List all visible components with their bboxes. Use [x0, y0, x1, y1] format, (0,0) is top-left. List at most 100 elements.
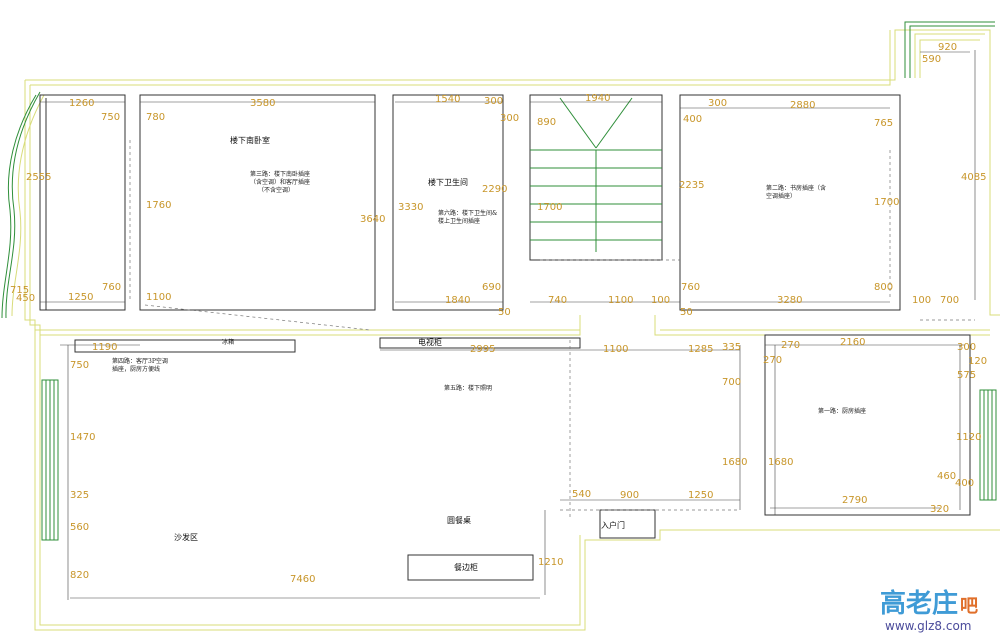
dim-3580: 3580 — [250, 98, 275, 109]
dim-1250: 1250 — [688, 490, 713, 501]
circuit-3-note: （含空调）和客厅插座 — [250, 178, 310, 186]
dim-1680: 1680 — [768, 457, 793, 468]
dim-1940: 1940 — [585, 93, 610, 104]
dim-100: 100 — [912, 295, 931, 306]
circuit-5-note: 第五路：楼下照明 — [444, 384, 492, 392]
balcony-left — [1, 91, 47, 319]
dining-table-label: 圆餐桌 — [447, 515, 471, 525]
watermark-url: www.glz8.com — [885, 619, 971, 633]
dim-1260: 1260 — [69, 98, 94, 109]
dim-2880: 2880 — [790, 100, 815, 111]
dim-890: 890 — [537, 117, 556, 128]
dim-3330: 3330 — [398, 202, 423, 213]
dim-1100: 1100 — [608, 295, 633, 306]
dim-780: 780 — [146, 112, 165, 123]
dim-120: 120 — [968, 356, 987, 367]
circuit-4-note: 插座，厨房方便线 — [112, 365, 160, 373]
dim-760: 760 — [102, 282, 121, 293]
dim-1120: 1120 — [956, 432, 981, 443]
circuit-3-note: （不含空调） — [258, 186, 294, 194]
balcony-top-right — [904, 21, 995, 78]
dim-2555: 2555 — [26, 172, 51, 183]
dim-575: 575 — [957, 370, 976, 381]
wardrobe-label: 电视柜 — [418, 337, 442, 347]
circuit-6-note: 楼上卫生间插座 — [438, 217, 480, 225]
dim-270: 270 — [763, 355, 782, 366]
fridge-label: 冰箱 — [222, 338, 234, 346]
dim-1680: 1680 — [722, 457, 747, 468]
dim-300: 300 — [500, 113, 519, 124]
dim-690: 690 — [482, 282, 501, 293]
dim-7460: 7460 — [290, 574, 315, 585]
sideboard-label: 餐边柜 — [454, 562, 478, 572]
sofa-area-label: 沙发区 — [174, 532, 198, 542]
dim-2290: 2290 — [482, 184, 507, 195]
bedroom-label: 楼下南卧室 — [230, 135, 270, 145]
dim-800: 800 — [874, 282, 893, 293]
circuit-3-note: 第三路：楼下南卧插座 — [250, 170, 310, 178]
dim-560: 560 — [70, 522, 89, 533]
dim-700: 700 — [940, 295, 959, 306]
dim-3280: 3280 — [777, 295, 802, 306]
circuit-1-note: 第一路：厨房插座 — [818, 407, 866, 415]
dim-590: 590 — [922, 54, 941, 65]
dim-700: 700 — [722, 377, 741, 388]
dim-920: 920 — [938, 42, 957, 53]
circuit-2-note: 空调插座） — [766, 192, 796, 200]
bathroom-label: 楼下卫生间 — [428, 177, 468, 187]
dim-740: 740 — [548, 295, 567, 306]
dim-1840: 1840 — [445, 295, 470, 306]
dim-760: 760 — [681, 282, 700, 293]
dim-1700: 1700 — [874, 197, 899, 208]
dim-335: 335 — [722, 342, 741, 353]
dim-1760: 1760 — [146, 200, 171, 211]
dim-2790: 2790 — [842, 495, 867, 506]
dim-750: 750 — [101, 112, 120, 123]
dim-300: 300 — [484, 96, 503, 107]
dim-750: 750 — [70, 360, 89, 371]
dim-50: 50 — [680, 307, 693, 318]
watermark-brand: 高老庄 — [880, 588, 958, 619]
dim-765: 765 — [874, 118, 893, 129]
dim-1700: 1700 — [537, 202, 562, 213]
dim-1540: 1540 — [435, 94, 460, 105]
dim-1285: 1285 — [688, 344, 713, 355]
dim-270: 270 — [781, 340, 800, 351]
dim-1100: 1100 — [603, 344, 628, 355]
entrance-label: 入户门 — [601, 520, 625, 530]
left-window-bars — [41, 379, 59, 541]
dim-2995: 2995 — [470, 344, 495, 355]
dim-100: 100 — [651, 295, 670, 306]
outer-walls — [24, 29, 1000, 631]
right-window-bars — [979, 389, 997, 501]
dim-325: 325 — [70, 490, 89, 501]
dimension-lines — [40, 50, 976, 600]
dim-2235: 2235 — [679, 180, 704, 191]
dim-300: 300 — [708, 98, 727, 109]
dim-820: 820 — [70, 570, 89, 581]
dim-900: 900 — [620, 490, 639, 501]
dim-1210: 1210 — [538, 557, 563, 568]
dim-450: 450 — [16, 293, 35, 304]
circuit-2-note: 第二路：书房插座（含 — [766, 184, 826, 192]
dim-3640: 3640 — [360, 214, 385, 225]
dim-320: 320 — [930, 504, 949, 515]
circuit-6-note: 第六路：楼下卫生间& — [438, 209, 498, 217]
dim-400: 400 — [955, 478, 974, 489]
dashed-lines — [129, 140, 975, 520]
dim-400: 400 — [683, 114, 702, 125]
dim-1190: 1190 — [92, 342, 117, 353]
dim-4085: 4085 — [961, 172, 986, 183]
dim-50: 50 — [498, 307, 511, 318]
circuit-4-note: 第四路：客厅3P空调 — [112, 357, 168, 365]
room-labels: 楼下南卧室 第三路：楼下南卧插座 （含空调）和客厅插座 （不含空调） 楼下卫生间… — [112, 135, 866, 572]
room-walls — [39, 94, 971, 581]
dim-300: 300 — [957, 342, 976, 353]
dimension-labels: 1260 3580 1540 300 300 1940 300 2880 920… — [10, 42, 987, 585]
dim-2160: 2160 — [840, 337, 865, 348]
watermark-logo: 高老庄 吧 www.glz8.com — [880, 588, 978, 633]
dim-1100: 1100 — [146, 292, 171, 303]
dim-1470: 1470 — [70, 432, 95, 443]
dim-715: 715 — [10, 285, 29, 296]
